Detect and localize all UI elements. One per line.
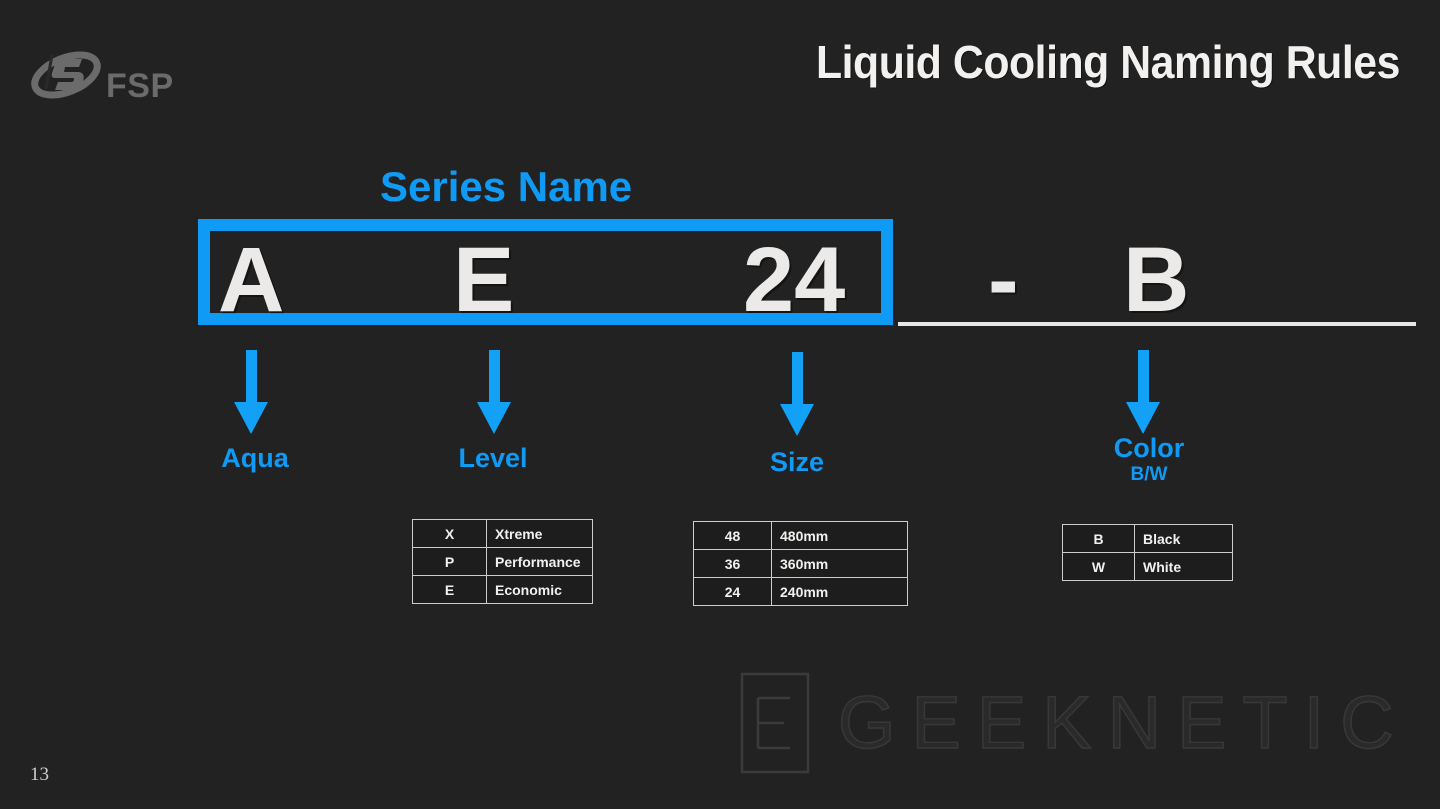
- table-row: B Black: [1062, 524, 1233, 553]
- level-value-p: Performance: [486, 547, 593, 576]
- arrow-shaft: [246, 350, 257, 406]
- table-row: P Performance: [412, 547, 593, 576]
- field-label-size: Size: [769, 447, 825, 477]
- code-suffix-underline: [898, 322, 1416, 326]
- geeknetic-watermark: GEEKNETIC: [738, 668, 1410, 778]
- size-key-36: 36: [693, 549, 772, 578]
- series-name-caption: Series Name: [380, 163, 633, 210]
- arrow-down-icon-color: [1126, 350, 1160, 434]
- page-number: 13: [30, 764, 49, 785]
- arrow-head: [234, 402, 268, 434]
- table-row: 48 480mm: [693, 521, 908, 550]
- field-label-level: Level: [458, 443, 528, 473]
- arrow-head: [780, 404, 814, 436]
- field-label-color: Color: [1113, 433, 1185, 463]
- level-key-p: P: [412, 547, 487, 576]
- code-char-separator: -: [988, 229, 1019, 331]
- level-key-x: X: [412, 519, 487, 548]
- legend-table-color: B Black W White: [1062, 524, 1233, 581]
- arrow-head: [477, 402, 511, 434]
- size-value-24: 240mm: [771, 577, 908, 606]
- size-value-36: 360mm: [771, 549, 908, 578]
- size-key-24: 24: [693, 577, 772, 606]
- legend-table-level: X Xtreme P Performance E Economic: [412, 519, 593, 604]
- arrow-shaft: [489, 350, 500, 406]
- arrow-head: [1126, 402, 1160, 434]
- color-value-w: White: [1134, 552, 1233, 581]
- size-key-48: 48: [693, 521, 772, 550]
- fsp-logo: FSP: [30, 40, 230, 110]
- color-key-b: B: [1062, 524, 1135, 553]
- table-row: X Xtreme: [412, 519, 593, 548]
- table-row: 36 360mm: [693, 549, 908, 578]
- table-row: W White: [1062, 552, 1233, 581]
- code-char-aqua: A: [218, 229, 285, 331]
- arrow-down-icon-aqua: [234, 350, 268, 434]
- level-value-x: Xtreme: [486, 519, 593, 548]
- arrow-down-icon-size: [780, 352, 814, 436]
- level-value-e: Economic: [486, 575, 593, 604]
- table-row: 24 240mm: [693, 577, 908, 606]
- color-value-b: Black: [1134, 524, 1233, 553]
- code-char-level: E: [453, 229, 515, 331]
- color-key-w: W: [1062, 552, 1135, 581]
- level-key-e: E: [412, 575, 487, 604]
- field-sublabel-color: B/W: [1130, 464, 1168, 485]
- code-char-color: B: [1123, 229, 1190, 331]
- fsp-swoosh-icon: [30, 45, 102, 105]
- arrow-shaft: [1138, 350, 1149, 406]
- model-code-row: A E 24 - B: [198, 219, 1416, 331]
- geeknetic-e-box-icon: [738, 668, 816, 778]
- size-value-48: 480mm: [771, 521, 908, 550]
- field-label-aqua: Aqua: [221, 443, 289, 473]
- arrow-shaft: [792, 352, 803, 408]
- page-title: Liquid Cooling Naming Rules: [816, 36, 1400, 88]
- arrow-down-icon-level: [477, 350, 511, 434]
- series-name-highlight-box: [198, 219, 893, 325]
- code-char-size: 24: [743, 229, 846, 331]
- geeknetic-wordmark: GEEKNETIC: [837, 681, 1410, 764]
- table-row: E Economic: [412, 575, 593, 604]
- fsp-wordmark: FSP: [106, 67, 174, 105]
- legend-table-size: 48 480mm 36 360mm 24 240mm: [693, 521, 908, 606]
